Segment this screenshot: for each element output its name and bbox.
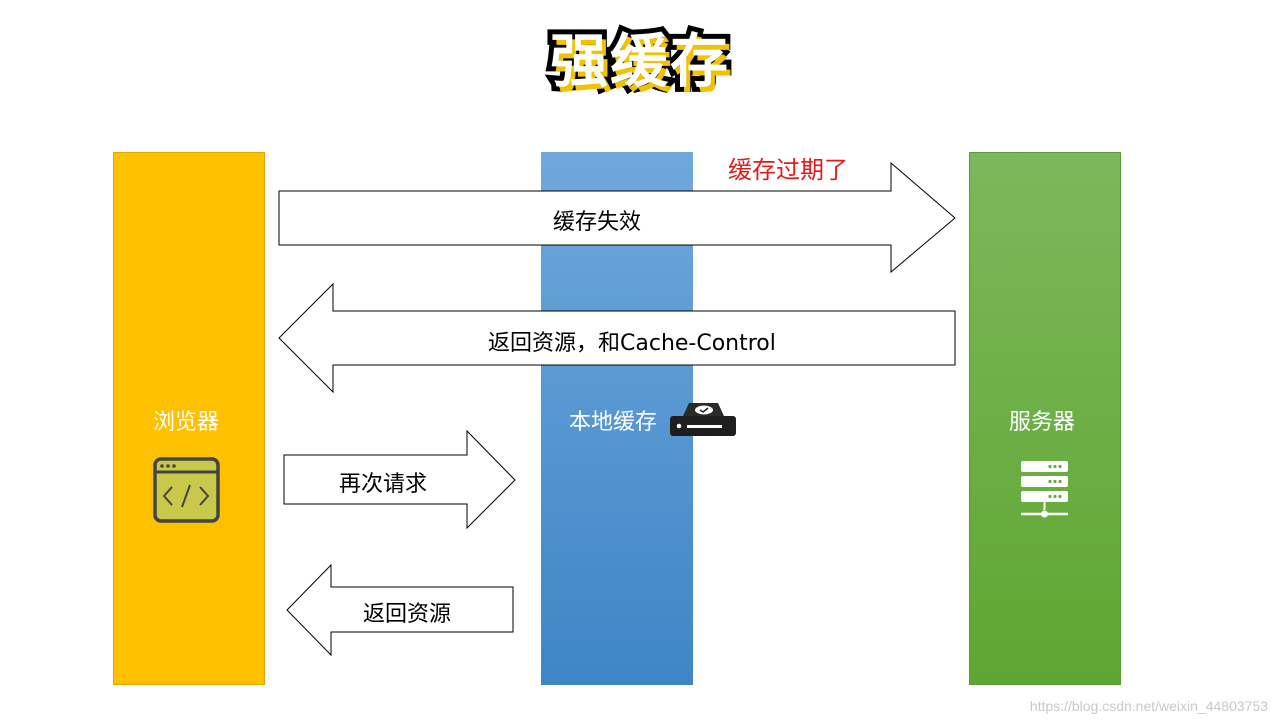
diagram-title: 强缓存	[545, 22, 733, 100]
server-column	[969, 152, 1121, 685]
arrow-request-again	[283, 429, 516, 530]
browser-label: 浏览器	[153, 410, 220, 435]
server-rack-icon	[1021, 461, 1068, 518]
arrow-cache-expired	[278, 161, 956, 274]
arrow-label-return-resource: 返回资源	[363, 602, 452, 627]
disk-drive-icon	[670, 403, 736, 436]
arrow-label-request-again: 再次请求	[339, 472, 428, 497]
arrow-return-cache-control	[278, 282, 956, 394]
watermark: https://blog.csdn.net/weixin_44803753	[1029, 698, 1268, 714]
local-cache-label: 本地缓存	[569, 410, 658, 435]
arrow-label-return-cache-control: 返回资源，和Cache-Control	[488, 331, 776, 356]
arrow-return-resource	[286, 563, 514, 657]
browser-column	[113, 152, 265, 685]
arrow-label-cache-expired: 缓存失效	[553, 210, 642, 235]
cache-expired-note: 缓存过期了	[728, 156, 848, 184]
server-label: 服务器	[1009, 410, 1076, 435]
code-window-icon	[153, 457, 220, 523]
